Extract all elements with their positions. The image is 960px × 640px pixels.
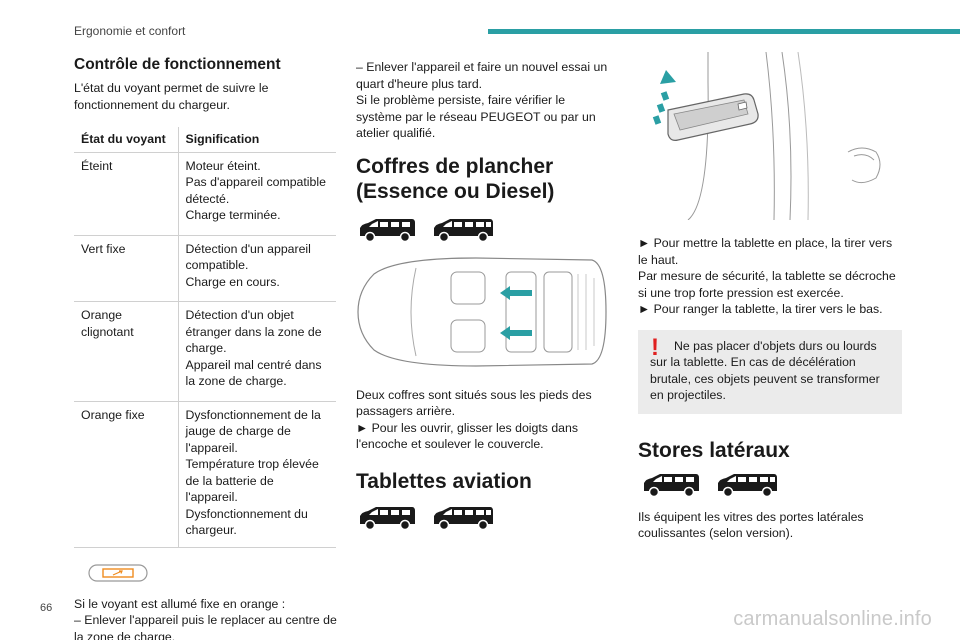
van-short-icon: [640, 471, 702, 499]
state-cell: Orange clignotant: [74, 301, 179, 402]
warning-text: Ne pas placer d'objets durs ou lourds su…: [650, 338, 880, 403]
state-cell: Éteint: [74, 152, 179, 236]
status-table: État du voyant Signification Éteint Mote…: [74, 127, 336, 548]
column-middle: – Enlever l'appareil et faire un nouvel …: [356, 59, 608, 532]
vehicle-icons-row: [356, 504, 608, 532]
column-left: Contrôle de fonctionnement L'état du voy…: [74, 56, 338, 640]
floor-text-1: Deux coffres sont situés sous les pieds …: [356, 387, 592, 419]
meaning-line: Charge terminée.: [185, 208, 281, 222]
meaning-line: Dysfonctionnement de la jauge de charge …: [185, 407, 321, 455]
state-cell: Orange fixe: [74, 401, 179, 548]
state-cell: Vert fixe: [74, 235, 179, 302]
header-accent-bar: [488, 29, 960, 34]
page-number: 66: [40, 602, 53, 614]
meaning-cell: Moteur éteint. Pas d'appareil compatible…: [178, 152, 336, 236]
orange-fixed-paragraph: Si le voyant est allumé fixe en orange :: [74, 596, 286, 611]
tablet-text-2: Par mesure de sécurité, la tablette se d…: [638, 269, 896, 300]
table-header-cell: Signification: [178, 127, 336, 153]
van-long-icon: [714, 471, 780, 499]
table-row: Orange clignotant Détection d'un objet é…: [74, 301, 336, 402]
table-header-cell: État du voyant: [74, 127, 179, 153]
persist-paragraph: Si le problème persiste, faire vérifier …: [356, 93, 596, 140]
van-short-icon: [356, 216, 418, 244]
vehicle-icons-row: [640, 471, 902, 499]
blinds-text: Ils équipent les vitres des portes latér…: [638, 509, 864, 541]
meaning-line: Température trop élevée de la batterie d…: [185, 457, 319, 504]
tablet-text-1: ► Pour mettre la tablette en place, la t…: [638, 236, 893, 267]
meaning-line: Détection d'un appareil compatible.: [185, 241, 311, 273]
table-row: Vert fixe Détection d'un appareil compat…: [74, 235, 336, 302]
van-short-icon: [356, 504, 418, 532]
meaning-line: Pas d'appareil compatible détecté.: [185, 175, 326, 206]
section-heading-coffres: Coffres de plancher (Essence ou Diesel): [356, 154, 555, 203]
section-heading-tablettes: Tablettes aviation: [356, 469, 532, 493]
meaning-line: Dysfonctionnement du chargeur.: [185, 506, 308, 538]
meaning-cell: Dysfonctionnement de la jauge de charge …: [178, 401, 336, 548]
page-header-title: Ergonomie et confort: [74, 24, 186, 38]
table-row: Orange fixe Dysfonctionnement de la jaug…: [74, 401, 336, 548]
warning-exclamation-icon: !: [651, 333, 659, 361]
column-right: ► Pour mettre la tablette en place, la t…: [638, 51, 902, 542]
meaning-line: Appareil mal centré dans la zone de char…: [185, 357, 322, 389]
instruction-step-2: – Enlever l'appareil et faire un nouvel …: [356, 60, 608, 91]
section-heading-stores: Stores latéraux: [638, 438, 790, 462]
warning-box: ! Ne pas placer d'objets durs ou lourds …: [638, 329, 902, 414]
instruction-step-1: – Enlever l'appareil puis le replacer au…: [74, 613, 337, 640]
table-header-row: État du voyant Signification: [74, 127, 336, 153]
meaning-line: Charge en cours.: [185, 274, 280, 289]
van-long-icon: [430, 216, 496, 244]
meaning-cell: Détection d'un objet étranger dans la zo…: [178, 301, 336, 402]
floor-text-2: ► Pour les ouvrir, glisser les doigts da…: [356, 420, 578, 452]
meaning-cell: Détection d'un appareil compatible. Char…: [178, 235, 336, 302]
van-long-icon: [430, 504, 496, 532]
meaning-line: Moteur éteint.: [185, 158, 261, 173]
meaning-line: Détection d'un objet étranger dans la zo…: [185, 308, 322, 355]
watermark: carmanualsonline.info: [733, 608, 932, 630]
wireless-charger-icon: [88, 563, 148, 582]
vehicle-icons-row: [356, 216, 608, 244]
tablet-illustration: [648, 51, 902, 225]
table-row: Éteint Moteur éteint. Pas d'appareil com…: [74, 152, 336, 236]
intro-paragraph: L'état du voyant permet de suivre le fon…: [74, 81, 269, 112]
floor-compartment-illustration: [356, 254, 608, 375]
section-heading-controle: Contrôle de fonctionnement: [74, 56, 281, 73]
tablet-text-3: ► Pour ranger la tablette, la tirer vers…: [638, 302, 883, 316]
